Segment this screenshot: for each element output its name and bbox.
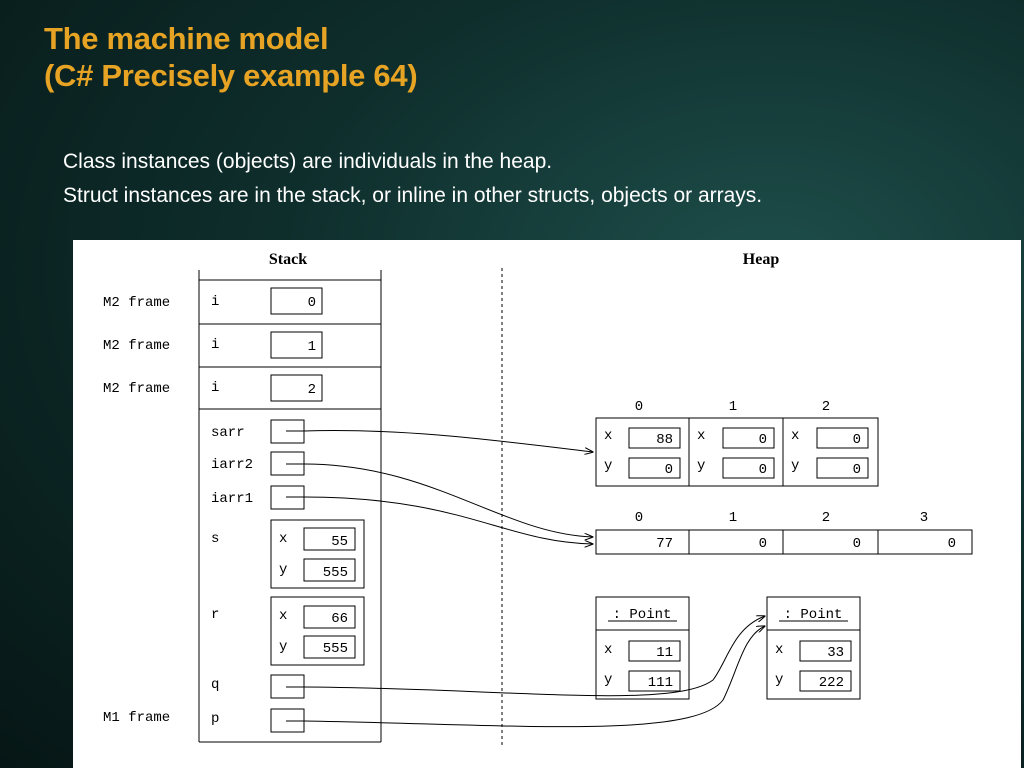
array-value: 77 xyxy=(656,536,673,552)
cell-value: 0 xyxy=(759,462,767,478)
field-label-x: x xyxy=(604,428,612,444)
m2-frame-2: M2 frame i 2 xyxy=(103,374,323,402)
value: 1 xyxy=(308,339,316,355)
m2-frame-1: M2 frame i 1 xyxy=(103,331,323,359)
field-label-y: y xyxy=(697,458,705,474)
field-box xyxy=(303,558,356,582)
frame-label: M2 frame xyxy=(103,381,170,397)
bullet-struct-instances: Struct instances are in the stack, or in… xyxy=(63,184,763,207)
field-label-y: y xyxy=(604,458,612,474)
var-label-q: q xyxy=(211,677,219,693)
array-index: 1 xyxy=(729,399,737,415)
cell-value: 0 xyxy=(853,432,861,448)
array-index: 0 xyxy=(635,399,643,415)
value-box xyxy=(270,287,323,315)
field-value-x: 11 xyxy=(656,645,673,661)
stack-header: Stack xyxy=(269,251,307,268)
arrow-q xyxy=(303,616,765,697)
m1-frame: M1 frame sarr iarr2 iarr1 s x 55 y 555 r… xyxy=(103,419,365,733)
field-label-y: y xyxy=(279,562,287,578)
arrow-iarr2 xyxy=(303,463,593,537)
slide-title: The machine model (C# Precisely example … xyxy=(44,20,418,94)
field-label-x: x xyxy=(279,608,287,624)
m2-frame-0: M2 frame i 0 xyxy=(103,287,323,315)
value: 2 xyxy=(308,382,316,398)
arrow-iarr1 xyxy=(303,496,593,544)
title-line-2: (C# Precisely example 64) xyxy=(44,58,418,93)
field-value-y: 555 xyxy=(323,641,348,657)
diagram-panel: Stack Heap M2 frame i 0 M2 frame i 1 M2 … xyxy=(73,240,1021,768)
field-value-x: 55 xyxy=(331,534,348,550)
value: 0 xyxy=(308,295,316,311)
var-label-iarr2: iarr2 xyxy=(211,457,253,473)
frame-label: M1 frame xyxy=(103,710,170,726)
var-label: i xyxy=(211,294,219,310)
point-object-2: : Point x 33 y 222 xyxy=(766,596,861,700)
field-label-y: y xyxy=(775,672,783,688)
cell-value: 88 xyxy=(656,432,673,448)
field-value-y: 555 xyxy=(323,565,348,581)
var-label: i xyxy=(211,337,219,353)
var-label-sarr: sarr xyxy=(211,425,245,441)
cell-value: 0 xyxy=(759,432,767,448)
field-value-x: 66 xyxy=(331,611,348,627)
object-title: : Point xyxy=(613,607,672,623)
stack-column xyxy=(198,270,382,743)
heap-header: Heap xyxy=(743,251,780,268)
var-label-iarr1: iarr1 xyxy=(211,491,253,507)
value-box xyxy=(270,374,323,402)
arrow-p xyxy=(303,626,765,728)
point-object-1: : Point x 11 y 111 xyxy=(595,596,690,700)
var-label-s: s xyxy=(211,531,219,547)
field-value-x: 33 xyxy=(827,645,844,661)
array-value: 0 xyxy=(948,536,956,552)
var-label-p: p xyxy=(211,711,219,727)
field-label-x: x xyxy=(775,642,783,658)
field-value-y: 111 xyxy=(648,675,673,691)
field-label-x: x xyxy=(697,428,705,444)
array-index: 2 xyxy=(822,399,830,415)
field-box xyxy=(303,605,356,629)
frame-label: M2 frame xyxy=(103,295,170,311)
frame-label: M2 frame xyxy=(103,338,170,354)
bullet-list: Class instances (objects) are individual… xyxy=(63,145,762,213)
var-label-r: r xyxy=(211,607,219,623)
field-label-y: y xyxy=(604,672,612,688)
bullet-class-instances: Class instances (objects) are individual… xyxy=(63,150,553,173)
field-label-x: x xyxy=(604,642,612,658)
arrow-sarr xyxy=(303,430,593,452)
value-box xyxy=(270,331,323,359)
array-value: 0 xyxy=(853,536,861,552)
cell-value: 0 xyxy=(853,462,861,478)
field-label-x: x xyxy=(791,428,799,444)
array-index: 0 xyxy=(635,510,643,526)
cell-value: 0 xyxy=(665,462,673,478)
field-box xyxy=(303,527,356,551)
field-box xyxy=(303,635,356,659)
field-label-x: x xyxy=(279,531,287,547)
object-title: : Point xyxy=(784,607,843,623)
field-label-y: y xyxy=(279,639,287,655)
array-index: 2 xyxy=(822,510,830,526)
struct-array: 0 1 2 x 88 y 0 x 0 y 0 x 0 y 0 xyxy=(595,399,879,487)
field-label-y: y xyxy=(791,458,799,474)
memory-diagram: Stack Heap M2 frame i 0 M2 frame i 1 M2 … xyxy=(103,251,973,745)
array-index: 3 xyxy=(920,510,928,526)
field-value-y: 222 xyxy=(819,675,844,691)
var-label: i xyxy=(211,380,219,396)
array-value: 0 xyxy=(759,536,767,552)
title-line-1: The machine model xyxy=(44,21,329,56)
reference-arrows xyxy=(303,430,765,728)
int-array: 0 1 2 3 77 0 0 0 xyxy=(595,510,973,555)
array-index: 1 xyxy=(729,510,737,526)
